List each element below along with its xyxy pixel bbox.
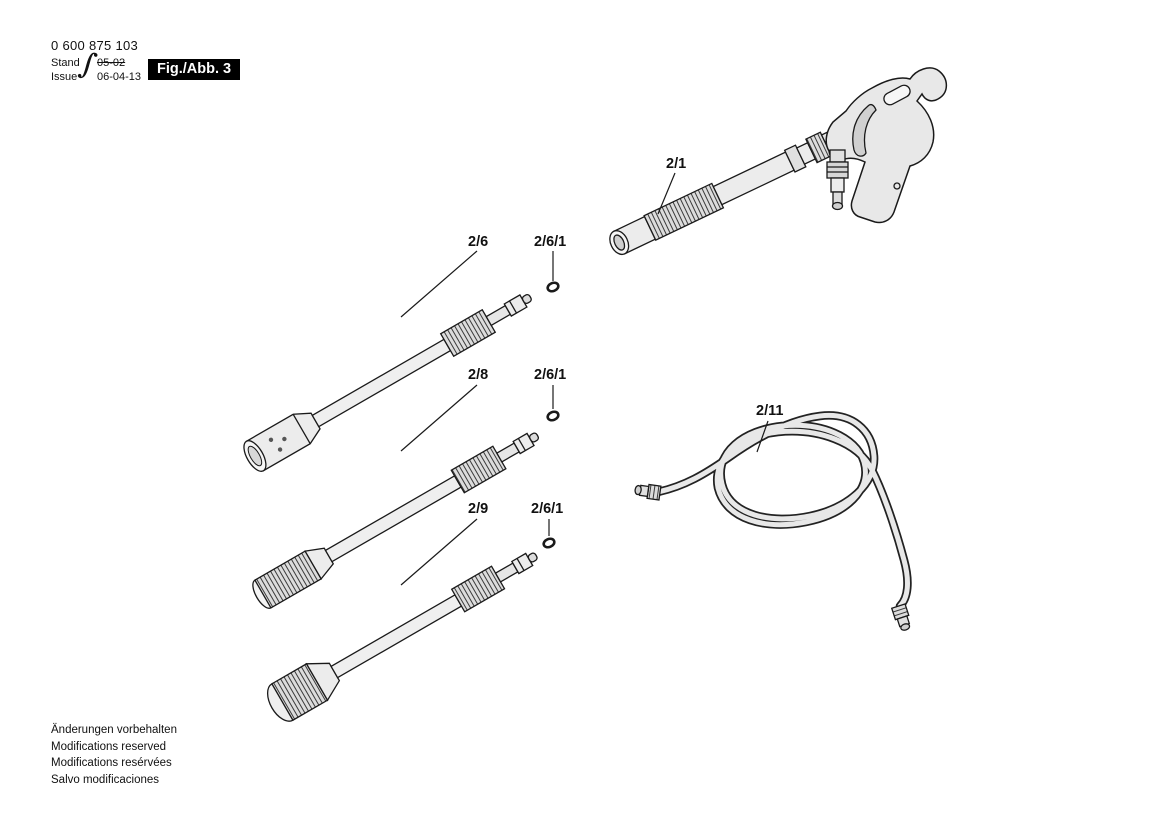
stand-value: 05-02 bbox=[97, 57, 126, 69]
o-ring-drawing bbox=[542, 537, 556, 549]
o-rings bbox=[542, 281, 560, 549]
revision-block: Stand 05-02 Issue 06-04-13 ∫ bbox=[51, 46, 141, 84]
hose-connector-left bbox=[634, 483, 662, 501]
callout-2-6: 2/6 bbox=[468, 234, 488, 250]
callout-labels: 2/1 2/6 2/6/1 2/8 2/6/1 2/9 2/6/1 2/11 bbox=[468, 156, 783, 517]
lance-tube bbox=[330, 593, 463, 679]
revision-row-issue: Issue 06-04-13 bbox=[51, 70, 141, 84]
gun-trigger bbox=[852, 103, 877, 157]
gun-barrel bbox=[609, 128, 844, 256]
gun-hose-fitting bbox=[826, 149, 849, 211]
footer-line-es: Salvo modificaciones bbox=[51, 773, 160, 786]
lance-2-9-drawing bbox=[266, 552, 538, 722]
o-ring-drawing bbox=[546, 281, 560, 293]
leader-2-11 bbox=[756, 420, 769, 453]
lance-2-6-drawing bbox=[243, 293, 532, 472]
issue-label: Issue bbox=[51, 71, 78, 83]
o-ring-drawing bbox=[546, 410, 560, 422]
callout-2-11: 2/11 bbox=[756, 403, 783, 419]
gun-grip-screw bbox=[893, 182, 901, 190]
leader-2-8 bbox=[400, 384, 478, 452]
callout-2-8: 2/8 bbox=[468, 367, 488, 383]
hose-drawing bbox=[634, 411, 912, 631]
leader-2-1 bbox=[657, 172, 676, 215]
legal-footer: Änderungen vorbehalten Modifications res… bbox=[51, 722, 177, 788]
footer-line-en: Modifications reserved bbox=[51, 740, 167, 753]
footer-line-de: Änderungen vorbehalten bbox=[51, 724, 177, 736]
lance-tube bbox=[324, 474, 462, 563]
stand-label: Stand bbox=[51, 57, 80, 69]
hose-connector-right bbox=[890, 603, 911, 631]
callout-2-6-1a: 2/6/1 bbox=[534, 234, 566, 250]
lance-tube bbox=[311, 338, 452, 428]
gun-hanger-slot bbox=[883, 84, 911, 106]
footer-line-fr: Modifications resérvées bbox=[51, 757, 172, 769]
issue-value: 06-04-13 bbox=[97, 71, 142, 83]
lance-2-8-drawing bbox=[252, 432, 540, 609]
callout-2-6-1c: 2/6/1 bbox=[531, 501, 563, 517]
callout-2-9: 2/9 bbox=[468, 501, 488, 517]
spray-gun-drawing bbox=[609, 67, 948, 256]
hose-inner bbox=[655, 412, 910, 609]
callout-2-1: 2/1 bbox=[666, 156, 686, 172]
revision-row-stand: Stand 05-02 bbox=[51, 56, 141, 70]
gun-body bbox=[825, 67, 948, 224]
part-number: 0 600 875 103 bbox=[51, 38, 139, 53]
leader-2-6 bbox=[400, 250, 478, 318]
leader-2-9 bbox=[400, 518, 478, 586]
figure-badge: Fig./Abb. 3 bbox=[148, 59, 241, 80]
callout-2-6-1b: 2/6/1 bbox=[534, 367, 566, 383]
callout-leaders bbox=[400, 172, 769, 586]
